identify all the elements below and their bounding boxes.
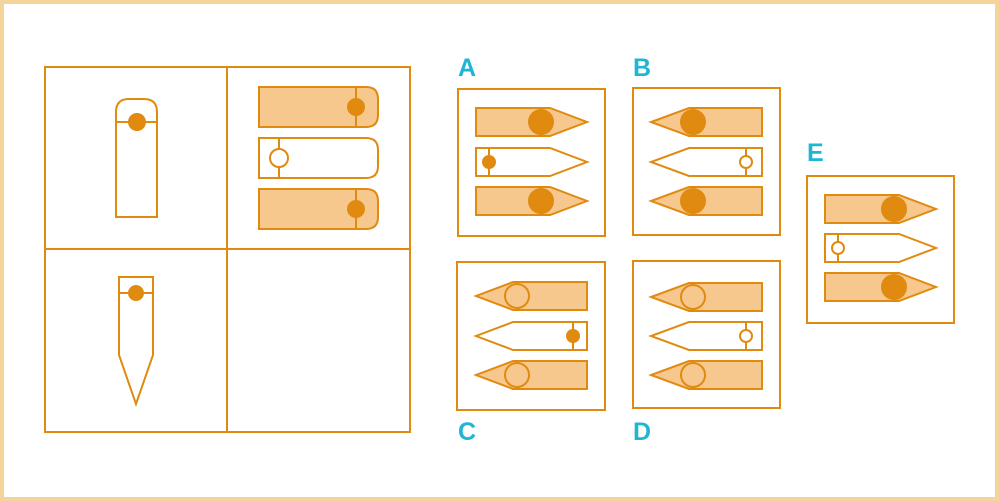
pencil-filled: [473, 281, 588, 311]
option-label-b: B: [633, 54, 652, 82]
option-e[interactable]: [806, 175, 955, 324]
hollow-dot: [739, 155, 753, 169]
hollow-dot: [831, 241, 845, 255]
pencil-filled: [648, 282, 763, 312]
hollow-dot: [739, 329, 753, 343]
matrix-cell-top-left: [115, 98, 158, 218]
option-label-a: A: [458, 54, 477, 82]
hollow-dot: [504, 283, 530, 309]
puzzle-matrix: [44, 66, 411, 433]
tab-filled-bottom: [258, 188, 379, 230]
pencil-shape: [118, 276, 154, 408]
option-label-c: C: [458, 418, 477, 446]
pencil-empty: [648, 321, 763, 351]
option-d[interactable]: [632, 260, 781, 409]
matrix-cell-bottom-left: [118, 276, 154, 408]
pencil-empty: [475, 147, 590, 177]
option-label-d: D: [633, 418, 652, 446]
option-a[interactable]: [457, 88, 606, 237]
filled-dot: [528, 188, 554, 214]
hollow-dot: [504, 362, 530, 388]
filled-dot: [881, 274, 907, 300]
filled-dot: [881, 196, 907, 222]
filled-dot: [128, 285, 144, 301]
filled-dot: [128, 113, 146, 131]
tab-empty-middle: [258, 137, 379, 179]
pencil-empty: [473, 321, 588, 351]
filled-dot: [680, 109, 706, 135]
hollow-dot: [680, 284, 706, 310]
pencil-filled: [648, 360, 763, 390]
filled-dot: [566, 329, 580, 343]
filled-dot: [347, 200, 365, 218]
pencil-filled: [824, 194, 939, 224]
pencil-filled: [648, 107, 763, 137]
pencil-filled: [473, 360, 588, 390]
filled-dot: [680, 188, 706, 214]
hollow-dot: [680, 362, 706, 388]
hollow-dot: [269, 148, 289, 168]
matrix-cell-answer-slot[interactable]: [228, 250, 409, 431]
filled-dot: [528, 109, 554, 135]
matrix-cell-top-right: [258, 86, 379, 230]
filled-dot: [347, 98, 365, 116]
pencil-empty: [648, 147, 763, 177]
option-b[interactable]: [632, 87, 781, 236]
option-label-e: E: [807, 139, 824, 167]
pencil-empty: [824, 233, 939, 263]
pencil-filled: [824, 272, 939, 302]
pencil-filled: [648, 186, 763, 216]
filled-dot: [482, 155, 496, 169]
tab-shape: [115, 98, 158, 218]
tab-filled-top: [258, 86, 379, 128]
option-c[interactable]: [456, 261, 606, 411]
